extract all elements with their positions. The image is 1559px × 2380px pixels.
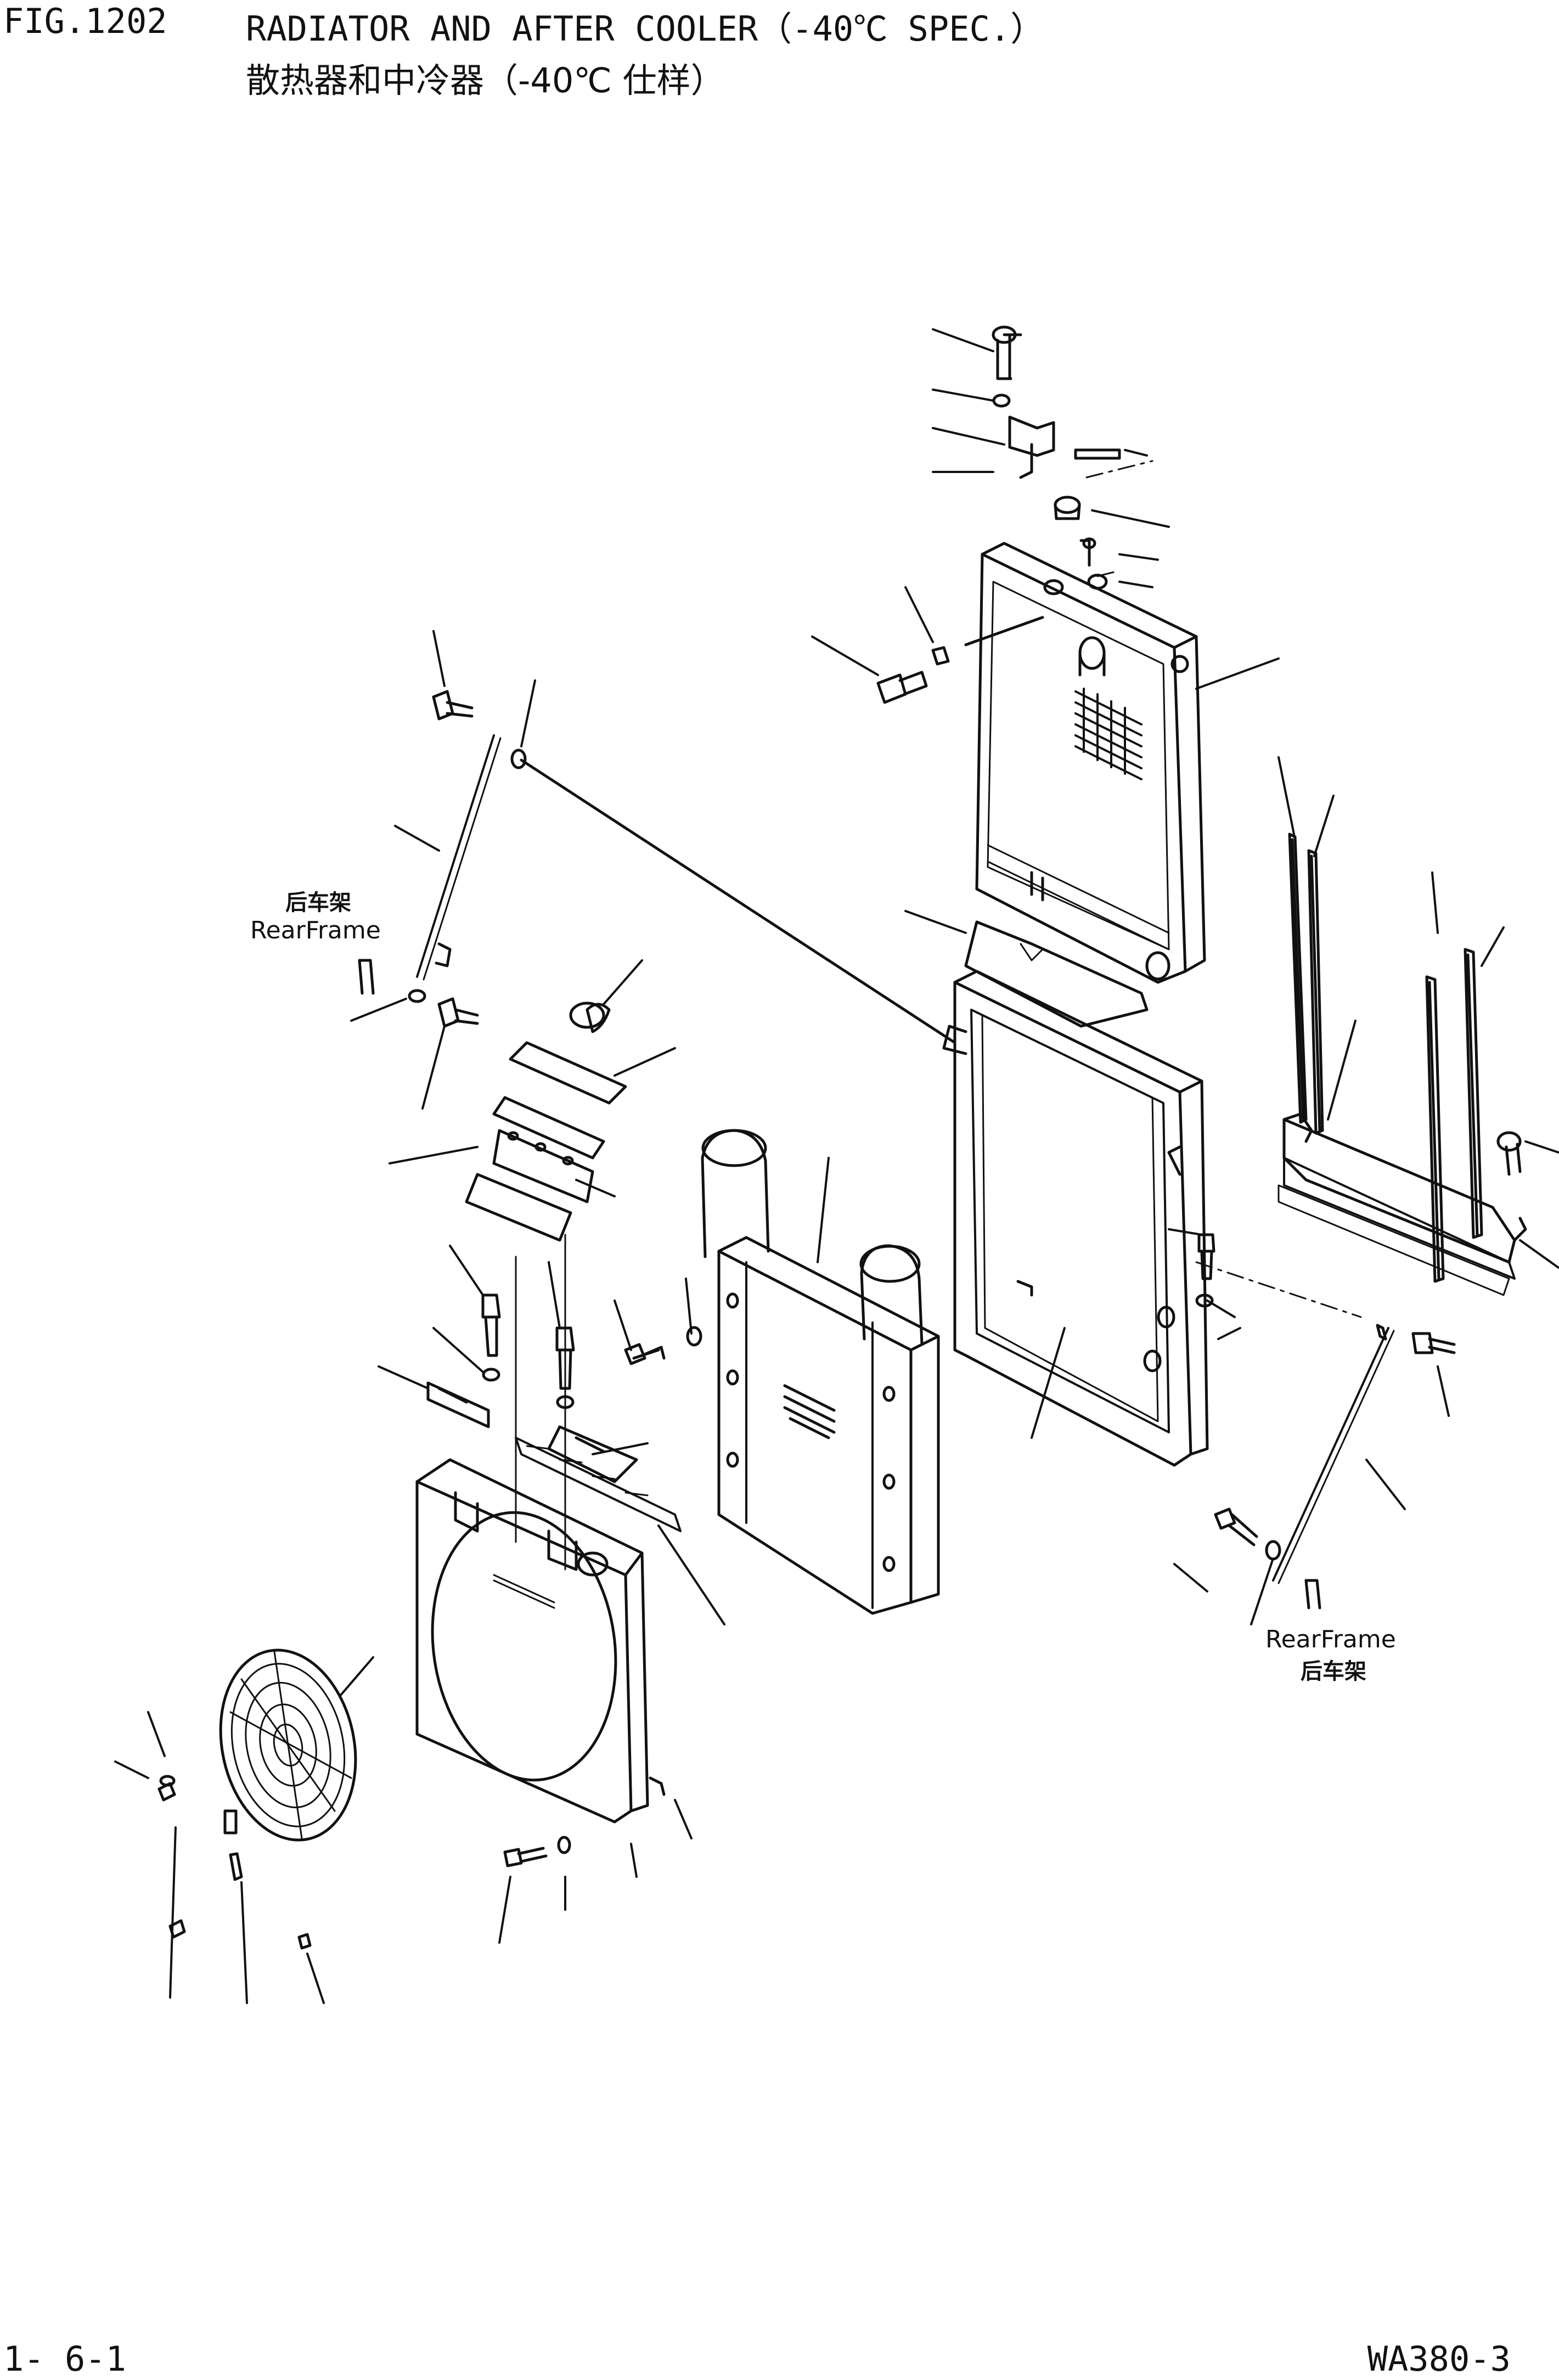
page-number: 1- 6-1 xyxy=(3,2339,126,2379)
radiator-mount-bolt xyxy=(878,617,1043,702)
u-bracket-right xyxy=(549,1427,637,1482)
left-stay-rod xyxy=(359,691,1320,1608)
model-number: WA380-3 xyxy=(1367,2339,1511,2379)
radiator-frame xyxy=(944,971,1207,1465)
fan-shroud xyxy=(416,1460,648,1822)
fan-guard xyxy=(204,1638,373,1853)
right-lower-fasteners xyxy=(1197,1235,1454,1583)
side-seals xyxy=(1290,834,1482,1281)
figure-title-english: RADIATOR AND AFTER COOLER（-40℃ SPEC.） xyxy=(246,9,1045,49)
seal-strip xyxy=(516,1438,680,1531)
stay-rod xyxy=(1273,1328,1388,1580)
radiator-cap-assembly xyxy=(993,327,1119,588)
u-bracket-left xyxy=(428,1383,488,1427)
radiator-filler-neck xyxy=(1080,638,1104,668)
tie-rod xyxy=(521,760,955,1043)
radiator-core-grille xyxy=(1076,689,1141,779)
fan-guard-fasteners xyxy=(159,1776,664,1948)
rear-frame-label-left: 后车架 RearFrame xyxy=(250,890,381,944)
leader-lines xyxy=(115,329,1558,2003)
after-cooler xyxy=(702,1130,938,1613)
centerlines xyxy=(1087,461,1361,1317)
bolts-middle xyxy=(483,1295,701,1408)
lower-mount-plate xyxy=(1279,1114,1526,1295)
figure-number: FIG.1202 xyxy=(3,1,167,41)
after-cooler-inlet-pipe xyxy=(702,1130,768,1257)
figure-title-chinese: 散热器和中冷器（-40℃ 仕样） xyxy=(246,60,725,100)
mount-brackets xyxy=(466,1003,626,1240)
radiator xyxy=(977,543,1205,982)
radiator-seal xyxy=(966,922,1147,1026)
rear-frame-label-right: RearFrame 后车架 xyxy=(1265,1625,1396,1684)
